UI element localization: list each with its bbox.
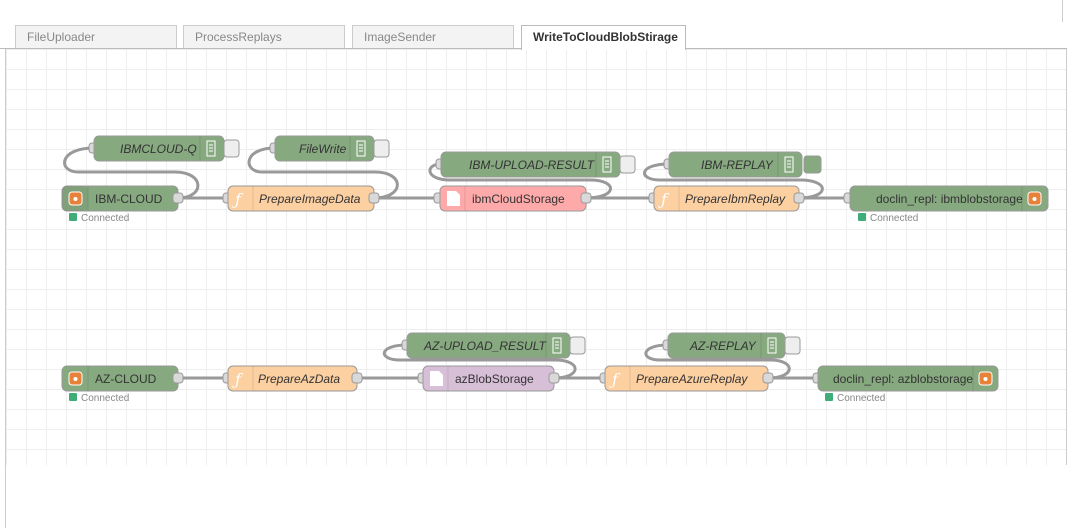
- debug-file-write-label: FileWrite: [299, 142, 347, 156]
- ibm-cloud-storage-label: ibmCloudStorage: [472, 192, 565, 206]
- ibm-cloud-label: IBM-CLOUD: [95, 192, 163, 206]
- debug-ibm-replay-node[interactable]: IBM-REPLAY: [663, 151, 822, 178]
- status-connected-icon: [69, 393, 77, 401]
- prepare-azure-replay-label: PrepareAzureReplay: [636, 372, 748, 386]
- output-port[interactable]: [548, 372, 560, 384]
- debug-az-replay-node[interactable]: AZ-REPLAY: [662, 332, 801, 359]
- prepare-ibm-replay-node[interactable]: ƒ PrepareIbmReplay: [648, 185, 805, 212]
- az-blob-storage-node[interactable]: azBlobStorage: [417, 365, 560, 392]
- tab-write-to-cloud-blob-storage[interactable]: WriteToCloudBlobStirage: [521, 25, 686, 50]
- output-port[interactable]: [172, 192, 184, 204]
- debug-toggle-button[interactable]: [784, 336, 801, 355]
- flow2-wires: [178, 343, 818, 380]
- prepare-az-data-node[interactable]: ƒ PrepareAzData: [222, 365, 363, 392]
- ibm-cloud-mqtt-node[interactable]: IBM-CLOUD: [61, 185, 184, 212]
- flow1-wires: [63, 146, 849, 200]
- debug-az-upload-result-label: AZ-UPLOAD_RESULT: [423, 339, 547, 353]
- debug-ibm-replay-label: IBM-REPLAY: [701, 158, 774, 172]
- ibm-cloud-status: Connected: [81, 213, 129, 224]
- prepare-image-data-label: PrepareImageData: [259, 192, 361, 206]
- output-port[interactable]: [368, 192, 380, 204]
- list-icon: [777, 152, 794, 177]
- file-icon: [430, 371, 443, 386]
- list-icon: [545, 333, 562, 358]
- output-port[interactable]: [580, 192, 592, 204]
- prepare-ibm-replay-label: PrepareIbmReplay: [685, 192, 786, 206]
- workspace-footer-area: [5, 465, 1067, 528]
- ibm-blob-storage-mqtt-out-node[interactable]: doclin_repl: ibmblobstorage: [843, 185, 1049, 212]
- status-connected-icon: [69, 213, 77, 221]
- ibm-blob-storage-status: Connected: [870, 213, 918, 224]
- az-cloud-status: Connected: [81, 393, 129, 404]
- az-cloud-mqtt-node[interactable]: AZ-CLOUD: [61, 365, 184, 392]
- status-connected-icon: [858, 213, 866, 221]
- prepare-azure-replay-node[interactable]: ƒ PrepareAzureReplay: [599, 365, 774, 392]
- debug-ibmcloud-q-label: IBMCLOUD-Q: [120, 142, 197, 156]
- debug-toggle-button[interactable]: [223, 139, 240, 158]
- output-port[interactable]: [351, 372, 363, 384]
- output-port[interactable]: [793, 192, 805, 204]
- debug-az-replay-label: AZ-REPLAY: [689, 339, 757, 353]
- status-connected-icon: [825, 393, 833, 401]
- az-cloud-label: AZ-CLOUD: [95, 372, 157, 386]
- output-port[interactable]: [762, 372, 774, 384]
- list-icon: [349, 136, 366, 161]
- debug-file-write-node[interactable]: FileWrite: [269, 135, 390, 162]
- tab-process-replays[interactable]: ProcessReplays: [183, 25, 345, 48]
- list-icon: [199, 136, 216, 161]
- ibm-cloud-storage-node[interactable]: ibmCloudStorage: [433, 185, 592, 212]
- az-blob-storage-status: Connected: [837, 393, 885, 404]
- prepare-image-data-node[interactable]: ƒ PrepareImageData: [222, 185, 380, 212]
- az-blob-storage-out-label: doclin_repl: azblobstorage: [833, 372, 973, 386]
- header-divider: [1062, 0, 1063, 22]
- az-blob-storage-mqtt-out-node[interactable]: doclin_repl: azblobstorage: [812, 365, 999, 392]
- file-icon: [447, 191, 460, 206]
- az-blob-storage-label: azBlobStorage: [455, 372, 534, 386]
- output-port[interactable]: [172, 372, 184, 384]
- ibm-blob-storage-label: doclin_repl: ibmblobstorage: [876, 192, 1023, 206]
- debug-ibm-upload-result-label: IBM-UPLOAD-RESULT: [469, 158, 596, 172]
- debug-az-upload-result-node[interactable]: AZ-UPLOAD_RESULT: [401, 332, 586, 359]
- tab-image-sender[interactable]: ImageSender: [352, 25, 514, 48]
- prepare-az-data-label: PrepareAzData: [258, 372, 340, 386]
- tab-file-uploader[interactable]: FileUploader: [15, 25, 177, 48]
- debug-ibmcloud-q-node[interactable]: IBMCLOUD-Q: [88, 135, 240, 162]
- debug-toggle-button[interactable]: [803, 155, 822, 174]
- debug-toggle-button[interactable]: [569, 336, 586, 355]
- debug-toggle-button[interactable]: [619, 155, 636, 174]
- debug-ibm-upload-result-node[interactable]: IBM-UPLOAD-RESULT: [435, 151, 636, 178]
- list-icon: [760, 333, 777, 358]
- debug-toggle-button[interactable]: [373, 139, 390, 158]
- list-icon: [595, 152, 612, 177]
